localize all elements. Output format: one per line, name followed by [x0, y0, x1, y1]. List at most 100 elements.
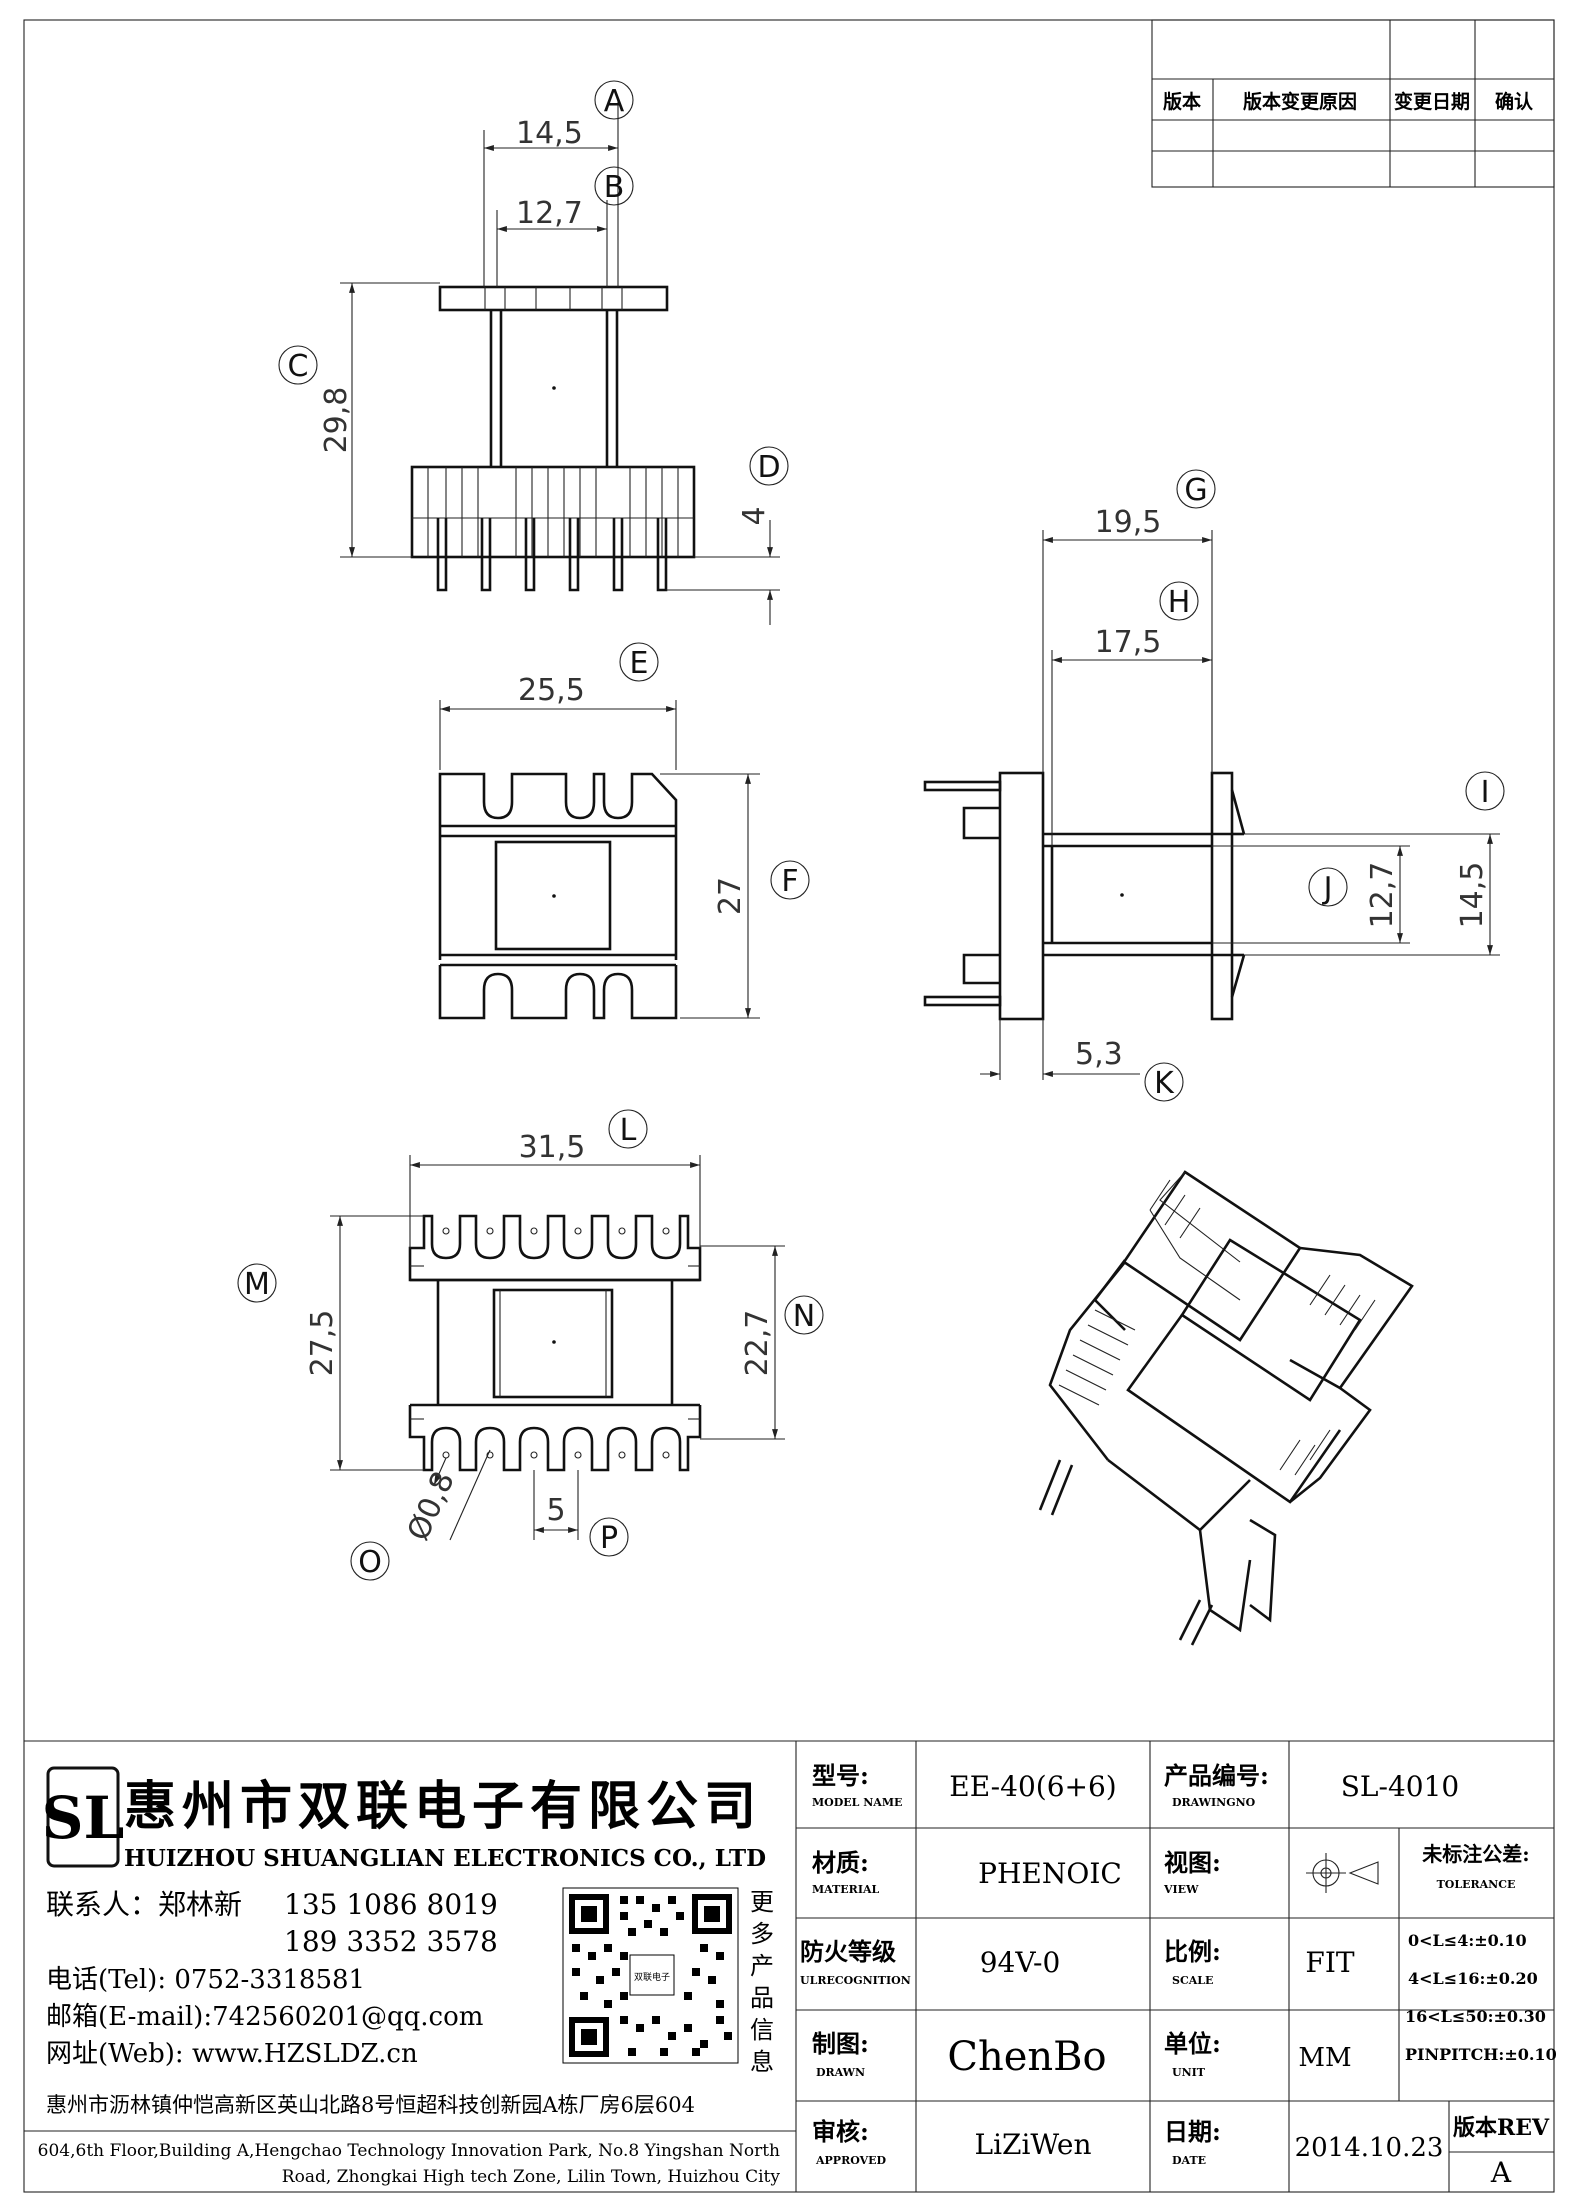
email: 邮箱(E-mail):742560201@qq.com [46, 2002, 483, 2032]
svg-text:N: N [793, 1299, 815, 1334]
ul-value: 94V-0 [980, 1946, 1061, 1979]
material-label: 材质: [812, 1848, 869, 1877]
address-en-line2: Road, Zhongkai High tech Zone, Lilin Tow… [282, 2167, 781, 2187]
dim-c-text: 29,8 [319, 387, 354, 454]
qr-side-char-6: 息 [750, 2048, 774, 2076]
model-label: 型号: [812, 1761, 869, 1790]
qr-side-char-3: 产 [750, 1952, 774, 1980]
dim-f-text: 27 [713, 877, 748, 915]
approved-label-en: APPROVED [815, 2154, 887, 2167]
bubble-l: L [608, 1109, 648, 1149]
bubble-k: K [1144, 1062, 1184, 1102]
svg-text:SL: SL [42, 1784, 125, 1852]
revision-table: 版本 版本变更原因 变更日期 确认 [1151, 19, 1555, 188]
company-name-en: HUIZHOU SHUANGLIAN ELECTRONICS CO., LTD [124, 1845, 766, 1872]
bubble-a: A [594, 80, 634, 120]
tolerance-4: PINPITCH:±0.10 [1405, 2045, 1557, 2064]
dim-h-text: 17,5 [1095, 625, 1162, 660]
company-logo: SL [42, 1766, 125, 1868]
date-value: 2014.10.23 [1295, 2133, 1444, 2163]
bottom-view-dimensions: 31,5 27,5 22,7 Ø0,8 5 [305, 1130, 785, 1546]
material-value: PHENOIC [978, 1857, 1122, 1890]
bubble-i: I [1465, 771, 1505, 811]
svg-text:I: I [1481, 775, 1490, 810]
qr-side-char-1: 更 [750, 1888, 774, 1916]
dim-i-text: 14,5 [1455, 862, 1490, 929]
svg-text:E: E [630, 646, 649, 681]
sheet-border [23, 19, 1555, 2193]
front-view [438, 772, 678, 1020]
isometric-view [1038, 1170, 1414, 1646]
date-label-en: DATE [1172, 2154, 1206, 2167]
ul-label-en: ULRECOGNITION [800, 1974, 911, 1987]
top-view [410, 285, 696, 592]
model-value: EE-40(6+6) [949, 1770, 1116, 1803]
unit-label-en: UNIT [1172, 2066, 1206, 2079]
svg-text:J: J [1322, 871, 1333, 906]
dim-j-text: 12,7 [1365, 862, 1400, 929]
company-name-cn: 惠州市双联电子有限公司 [124, 1776, 762, 1837]
dim-p-text: 5 [546, 1493, 565, 1528]
drawn-value: ChenBo [947, 2034, 1106, 2080]
material-label-en: MATERIAL [812, 1883, 880, 1896]
svg-text:H: H [1168, 585, 1191, 620]
scale-label-en: SCALE [1172, 1974, 1213, 1987]
tolerance-2: 4<L≤16:±0.20 [1408, 1969, 1538, 1988]
bubble-f: F [770, 860, 810, 900]
website: 网址(Web): www.HZSLDZ.cn [46, 2039, 418, 2069]
svg-text:P: P [600, 1521, 618, 1556]
side-view-dimensions: 19,5 17,5 14,5 12,7 5,3 [980, 505, 1500, 1080]
side-view [923, 771, 1246, 1021]
svg-text:C: C [288, 349, 309, 384]
dim-k-text: 5,3 [1075, 1037, 1123, 1072]
scale-label: 比例: [1164, 1937, 1221, 1966]
drawn-label-en: DRAWN [816, 2066, 865, 2079]
title-block: SL 惠州市双联电子有限公司 HUIZHOU SHUANGLIAN ELECTR… [24, 1740, 1557, 2192]
contact-person: 联系人：郑林新 [46, 1888, 242, 1921]
drawn-label: 制图: [812, 2029, 869, 2058]
phone-1: 135 1086 8019 [284, 1888, 498, 1921]
dim-a-text: 14,5 [516, 116, 583, 151]
tolerance-3: 16<L≤50:±0.30 [1405, 2007, 1546, 2026]
phone-2: 189 3352 3578 [284, 1925, 498, 1958]
model-label-en: MODEL NAME [812, 1796, 902, 1809]
rev-header-version: 版本 [1163, 90, 1201, 113]
bubble-g: G [1176, 469, 1216, 509]
address-cn: 惠州市沥林镇仲恺高新区英山北路8号恒超科技创新园A栋厂房6层604 [46, 2093, 695, 2117]
approved-label: 审核: [812, 2117, 869, 2146]
approved-value: LiZiWen [974, 2128, 1091, 2161]
bubble-j: J [1308, 867, 1348, 907]
unit-value: MM [1298, 2043, 1351, 2073]
rev-header-reason: 版本变更原因 [1243, 90, 1357, 113]
rev-label: 版本REV [1453, 2115, 1550, 2141]
bubble-c: C [278, 345, 318, 385]
qr-side-char-5: 信 [750, 2016, 774, 2044]
svg-text:双联电子: 双联电子 [634, 1971, 670, 1983]
dim-d-text: 4 [737, 506, 772, 525]
tolerance-label: 未标注公差: [1422, 1842, 1529, 1866]
svg-text:K: K [1154, 1066, 1175, 1101]
svg-text:O: O [358, 1545, 382, 1580]
projection-symbol-icon [1306, 1853, 1379, 1893]
unit-label: 单位: [1164, 2029, 1221, 2058]
svg-text:L: L [620, 1113, 637, 1148]
ul-label: 防火等级 [800, 1937, 896, 1966]
bubble-h: H [1159, 581, 1199, 621]
svg-text:A: A [604, 84, 625, 119]
bubble-o: O [350, 1541, 390, 1581]
bubbles: A B C D E F G H I J K L M N O P [237, 80, 1505, 1581]
dim-b-text: 12,7 [516, 196, 583, 231]
tolerance-label-en: TOLERANCE [1437, 1878, 1516, 1891]
front-view-dimensions: 25,5 27 [439, 673, 760, 1019]
bubble-p: P [589, 1517, 629, 1557]
top-view-dimensions: 14,5 12,7 29,8 4 [319, 100, 780, 625]
tolerance-1: 0<L≤4:±0.10 [1408, 1931, 1527, 1950]
address-en-line1: 604,6th Floor,Building A,Hengchao Techno… [38, 2141, 780, 2161]
date-label: 日期: [1164, 2117, 1221, 2146]
drawingno-value: SL-4010 [1341, 1770, 1460, 1803]
bubble-b: B [594, 166, 634, 206]
dim-m-text: 27,5 [305, 1310, 340, 1377]
svg-text:M: M [244, 1267, 270, 1302]
rev-value: A [1490, 2156, 1512, 2189]
